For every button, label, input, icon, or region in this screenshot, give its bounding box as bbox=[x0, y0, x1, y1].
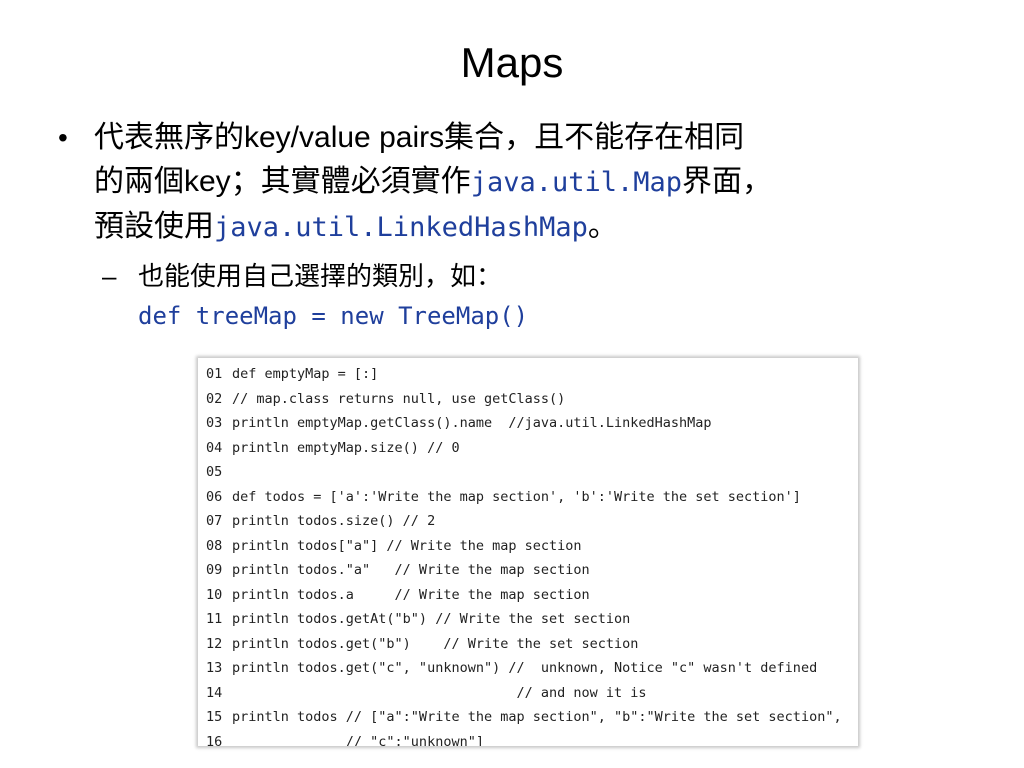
code-text: println todos.get("c", "unknown") // unk… bbox=[232, 660, 818, 676]
slide-title: Maps bbox=[460, 39, 564, 86]
code-line: 16 // "c":"unknown"] bbox=[206, 730, 858, 747]
code-line: 11 println todos.getAt("b") // Write the … bbox=[206, 607, 858, 632]
line-number: 09 bbox=[206, 562, 223, 578]
code-line: 09 println todos."a" // Write the map sec… bbox=[206, 558, 858, 583]
code-text: def todos = ['a':'Write the map section'… bbox=[232, 488, 801, 505]
code-text: println todos.size() // 2 bbox=[232, 513, 436, 529]
code-text: def emptyMap = [:] bbox=[232, 366, 379, 382]
line-number: 13 bbox=[206, 660, 223, 676]
code-text: println todos.a // Write the map section bbox=[232, 586, 590, 603]
line-number: 06 bbox=[206, 488, 223, 505]
bullet-1-line-3-tail: 。 bbox=[587, 210, 618, 243]
code-line: 08 println todos["a"] // Write the map se… bbox=[206, 534, 858, 559]
bullet-2-text: 也能使用自己選擇的類別，如： def treeMap = new TreeMap… bbox=[138, 256, 978, 336]
bullet-dot-icon: • bbox=[58, 122, 68, 153]
code-text: println emptyMap.size() // 0 bbox=[232, 439, 460, 456]
code-line: 15 println todos // ["a":"Write the map s… bbox=[206, 705, 858, 730]
line-number: 16 bbox=[206, 733, 223, 747]
line-number: 05 bbox=[206, 464, 223, 480]
line-number: 03 bbox=[206, 415, 223, 431]
bullet-item-1: • 代表無序的key/value pairs集合，且不能存在相同 的兩個key；… bbox=[58, 116, 978, 250]
code-line: 05 bbox=[206, 460, 858, 485]
line-number: 01 bbox=[206, 366, 223, 382]
bullet-1-line-3: 預設使用java.util.LinkedHashMap。 bbox=[94, 205, 978, 250]
code-line: 07 println todos.size() // 2 bbox=[206, 509, 858, 534]
line-number: 15 bbox=[206, 709, 223, 725]
code-text: // map.class returns null, use getClass(… bbox=[232, 390, 566, 407]
code-line: 03 println emptyMap.getClass().name //jav… bbox=[206, 411, 858, 436]
code-line: 04 println emptyMap.size() // 0 bbox=[206, 436, 858, 461]
code-text: println todos["a"] // Write the map sect… bbox=[232, 537, 582, 554]
dash-icon: – bbox=[102, 261, 117, 291]
inline-code-linkedhashmap: java.util.LinkedHashMap bbox=[214, 212, 588, 243]
bullet-1-line-2-tail: 界面， bbox=[682, 165, 773, 198]
code-line: 13 println todos.get("c", "unknown") // u… bbox=[206, 656, 858, 681]
code-text: // and now it is bbox=[232, 684, 647, 701]
inline-code-map: java.util.Map bbox=[470, 167, 683, 198]
code-text: println todos.getAt("b") // Write the se… bbox=[232, 611, 631, 627]
code-text: println emptyMap.getClass().name //java.… bbox=[232, 415, 712, 431]
line-number: 14 bbox=[206, 684, 223, 701]
code-text: // "c":"unknown"] bbox=[232, 733, 484, 747]
code-text: println todos // ["a":"Write the map sec… bbox=[232, 709, 842, 725]
line-number: 07 bbox=[206, 513, 223, 529]
line-number: 12 bbox=[206, 635, 223, 652]
bullet-1-text: 代表無序的key/value pairs集合，且不能存在相同 的兩個key；其實… bbox=[94, 116, 978, 250]
code-line: 02 // map.class returns null, use getClas… bbox=[206, 387, 858, 412]
bullet-2-line-1: 也能使用自己選擇的類別，如： bbox=[138, 261, 503, 291]
bullet-1-line-1: 代表無序的key/value pairs集合，且不能存在相同 bbox=[94, 121, 745, 154]
code-line: 12 println todos.get("b") // Write the se… bbox=[206, 632, 858, 657]
line-number: 11 bbox=[206, 611, 223, 627]
line-number: 08 bbox=[206, 537, 223, 554]
bullet-1-line-2: 的兩個key；其實體必須實作java.util.Map界面， bbox=[94, 160, 978, 205]
line-number: 10 bbox=[206, 586, 223, 603]
code-text: println todos."a" // Write the map secti… bbox=[232, 562, 590, 578]
bullet-2-code: def treeMap = new TreeMap() bbox=[138, 302, 529, 330]
code-line: 10 println todos.a // Write the map secti… bbox=[206, 583, 858, 608]
bullet-item-2: – 也能使用自己選擇的類別，如： def treeMap = new TreeM… bbox=[102, 256, 978, 336]
bullet-1-line-3-text: 預設使用 bbox=[94, 210, 214, 243]
code-line: 06 def todos = ['a':'Write the map sectio… bbox=[206, 485, 858, 510]
code-line: 01 def emptyMap = [:] bbox=[206, 362, 858, 387]
bullet-1-line-2-text: 的兩個key；其實體必須實作 bbox=[94, 165, 471, 198]
code-line: 14 // and now it is bbox=[206, 681, 858, 706]
code-text: println todos.get("b") // Write the set … bbox=[232, 635, 639, 652]
bullet-list: • 代表無序的key/value pairs集合，且不能存在相同 的兩個key；… bbox=[58, 116, 978, 336]
line-number: 04 bbox=[206, 439, 223, 456]
line-number: 02 bbox=[206, 390, 223, 407]
code-listing: 01 def emptyMap = [:] 02 // map.class retur… bbox=[198, 358, 858, 746]
